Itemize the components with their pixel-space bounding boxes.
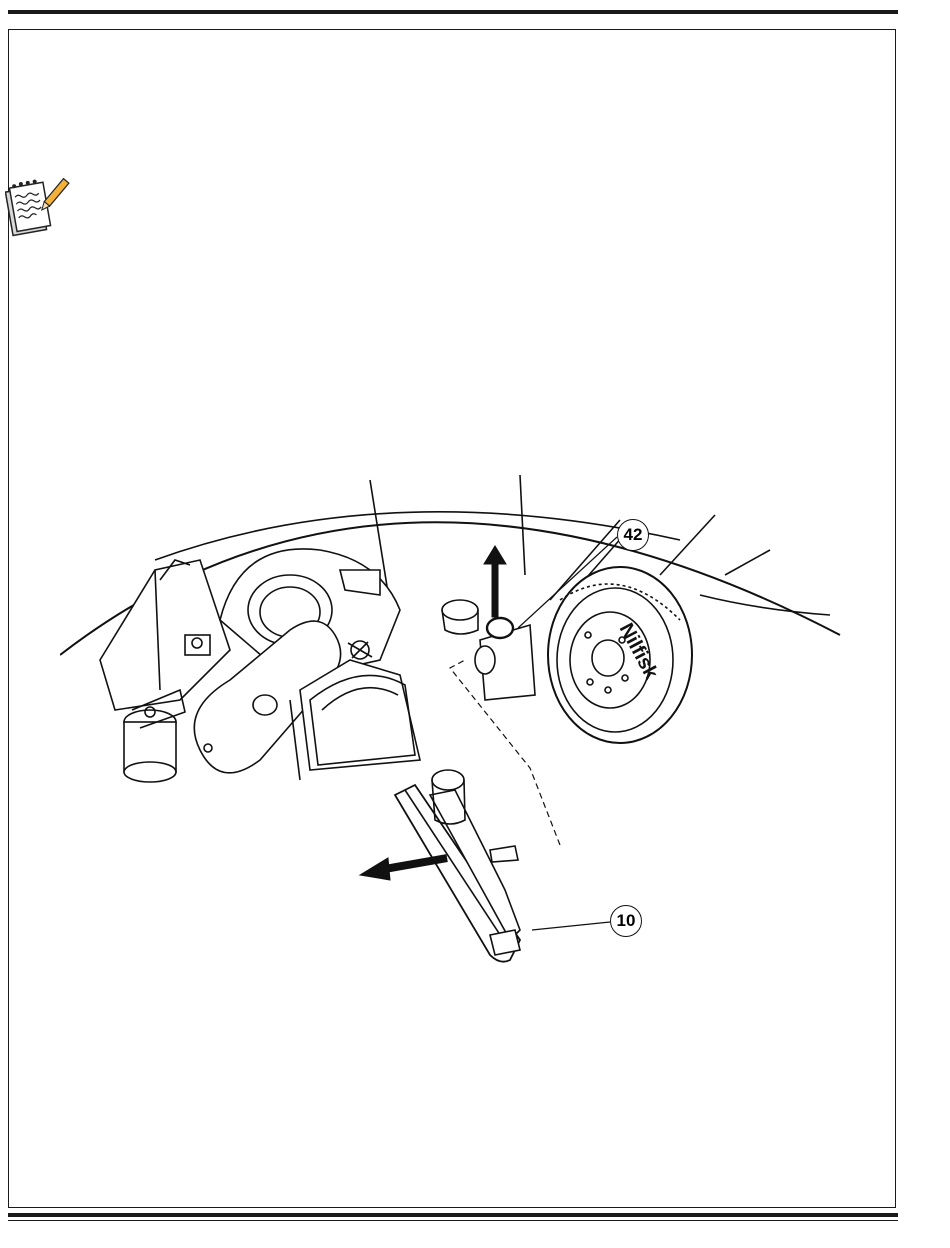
callout-10: 10 xyxy=(610,905,642,937)
notepad-pencil-icon xyxy=(5,175,71,239)
callout-42: 42 xyxy=(617,519,649,551)
technical-illustration xyxy=(60,460,860,980)
callout-label: 10 xyxy=(617,911,636,931)
top-rule xyxy=(8,10,898,14)
bottom-rule xyxy=(8,1213,898,1217)
callout-label: 42 xyxy=(624,525,643,545)
bottom-rule-thin xyxy=(8,1220,898,1221)
